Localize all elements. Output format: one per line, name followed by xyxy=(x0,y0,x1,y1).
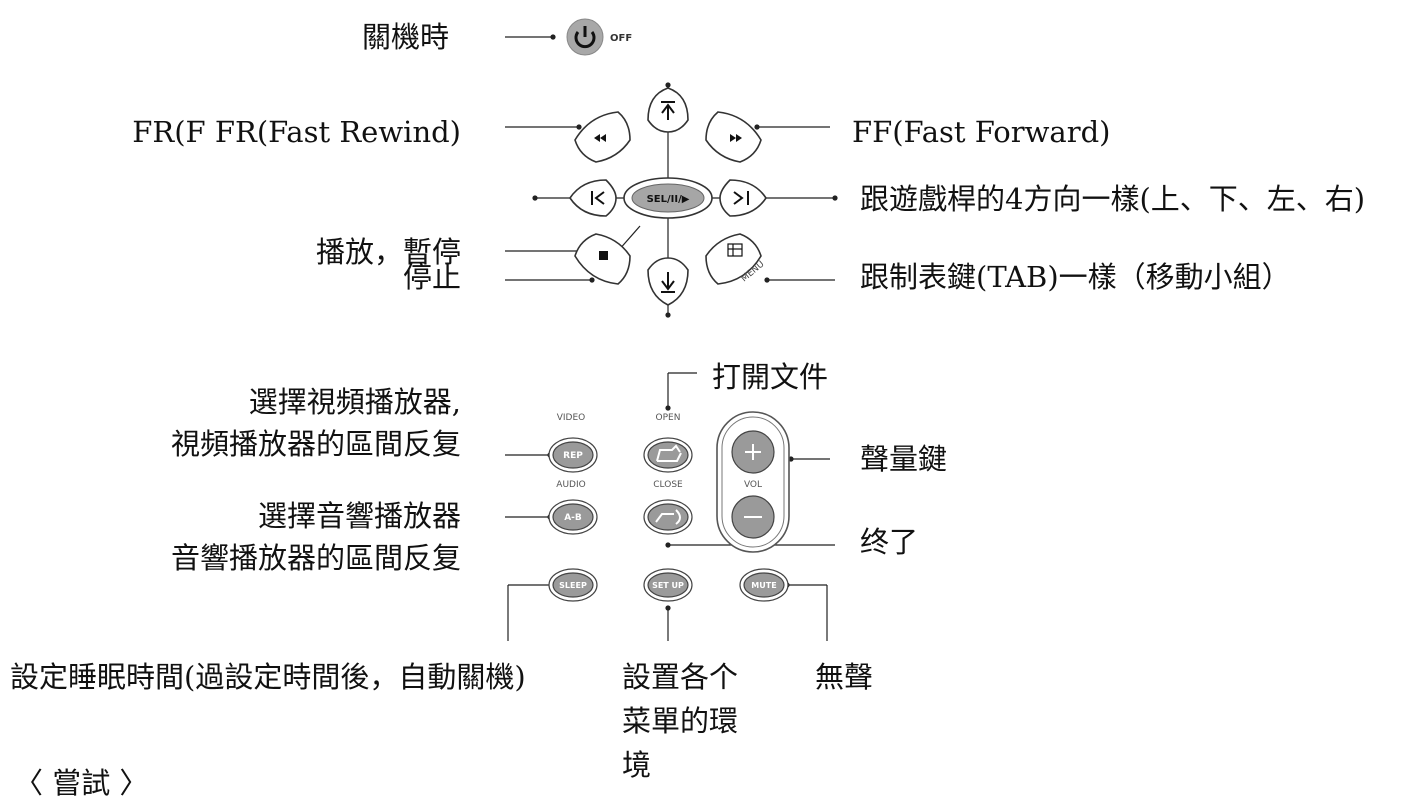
audio-label-line2: 音響播放器的區間反复 xyxy=(170,541,461,575)
select-play-pause-button xyxy=(631,183,705,213)
off-text: OFF xyxy=(610,33,632,44)
menu-button xyxy=(705,233,762,285)
fast-forward-label: FF(Fast Forward) xyxy=(852,115,1111,149)
audio-label-line1: 選擇音響播放器 xyxy=(257,499,461,533)
sleep-button xyxy=(552,572,594,598)
previous-track-icon xyxy=(591,191,605,205)
menu-icon xyxy=(727,243,743,257)
down-arrow-icon xyxy=(661,272,675,293)
power-off-label: 關機時 xyxy=(361,20,449,54)
power-button: OFF xyxy=(566,18,632,56)
video-text: VIDEO xyxy=(557,413,586,423)
stop-icon xyxy=(599,251,608,260)
setup-button xyxy=(647,572,689,598)
stop-label: 停止 xyxy=(402,260,461,294)
audio-text: AUDIO xyxy=(556,480,585,490)
volume-label: 聲量鍵 xyxy=(860,442,948,476)
setup-label-line1: 設置各个 xyxy=(622,660,739,694)
mute-label: 無聲 xyxy=(815,660,874,694)
next-track-icon xyxy=(733,191,749,205)
open-text: OPEN xyxy=(656,413,681,423)
close-text: CLOSE xyxy=(653,480,683,490)
ab-button xyxy=(552,503,594,531)
rewind-label: FR(F FR(Fast Rewind) xyxy=(132,115,461,149)
setup-text: SET UP xyxy=(652,581,684,590)
setup-label-line2: 菜單的環 xyxy=(622,704,739,738)
plus-icon xyxy=(745,444,761,460)
mute-button xyxy=(743,572,785,598)
rep-text: REP xyxy=(563,451,583,461)
vol-text: VOL xyxy=(744,480,762,490)
video-label-line1: 選擇視頻播放器, xyxy=(248,385,461,419)
ab-text: A-B xyxy=(564,513,582,523)
folder-open-icon xyxy=(656,444,682,462)
sleep-text: SLEEP xyxy=(559,581,587,590)
video-label-line2: 視頻播放器的區間反复 xyxy=(170,427,461,461)
tab-label: 跟制表鍵(TAB)一樣（移動小組） xyxy=(860,260,1291,294)
mute-text: MUTE xyxy=(751,581,776,590)
close-button xyxy=(647,503,689,531)
open-button xyxy=(647,441,689,469)
open-file-label: 打開文件 xyxy=(712,360,829,394)
close-label: 终了 xyxy=(860,525,919,559)
rep-button xyxy=(552,441,594,469)
sel-text: SEL/II/▶ xyxy=(647,194,690,205)
play-pause-label: 播放，暫停 xyxy=(315,235,461,269)
directions-label: 跟遊戲桿的4方向一樣(上、下、左、右) xyxy=(860,182,1366,216)
folder-close-icon xyxy=(655,509,681,525)
up-arrow-icon xyxy=(661,101,675,120)
setup-label-line3: 境 xyxy=(622,748,652,782)
rewind-icon xyxy=(594,134,606,142)
fast-forward-icon xyxy=(730,134,742,142)
power-icon xyxy=(574,26,596,49)
sleep-label: 設定睡眠時間(過設定時間後，自動關機) xyxy=(10,660,526,694)
